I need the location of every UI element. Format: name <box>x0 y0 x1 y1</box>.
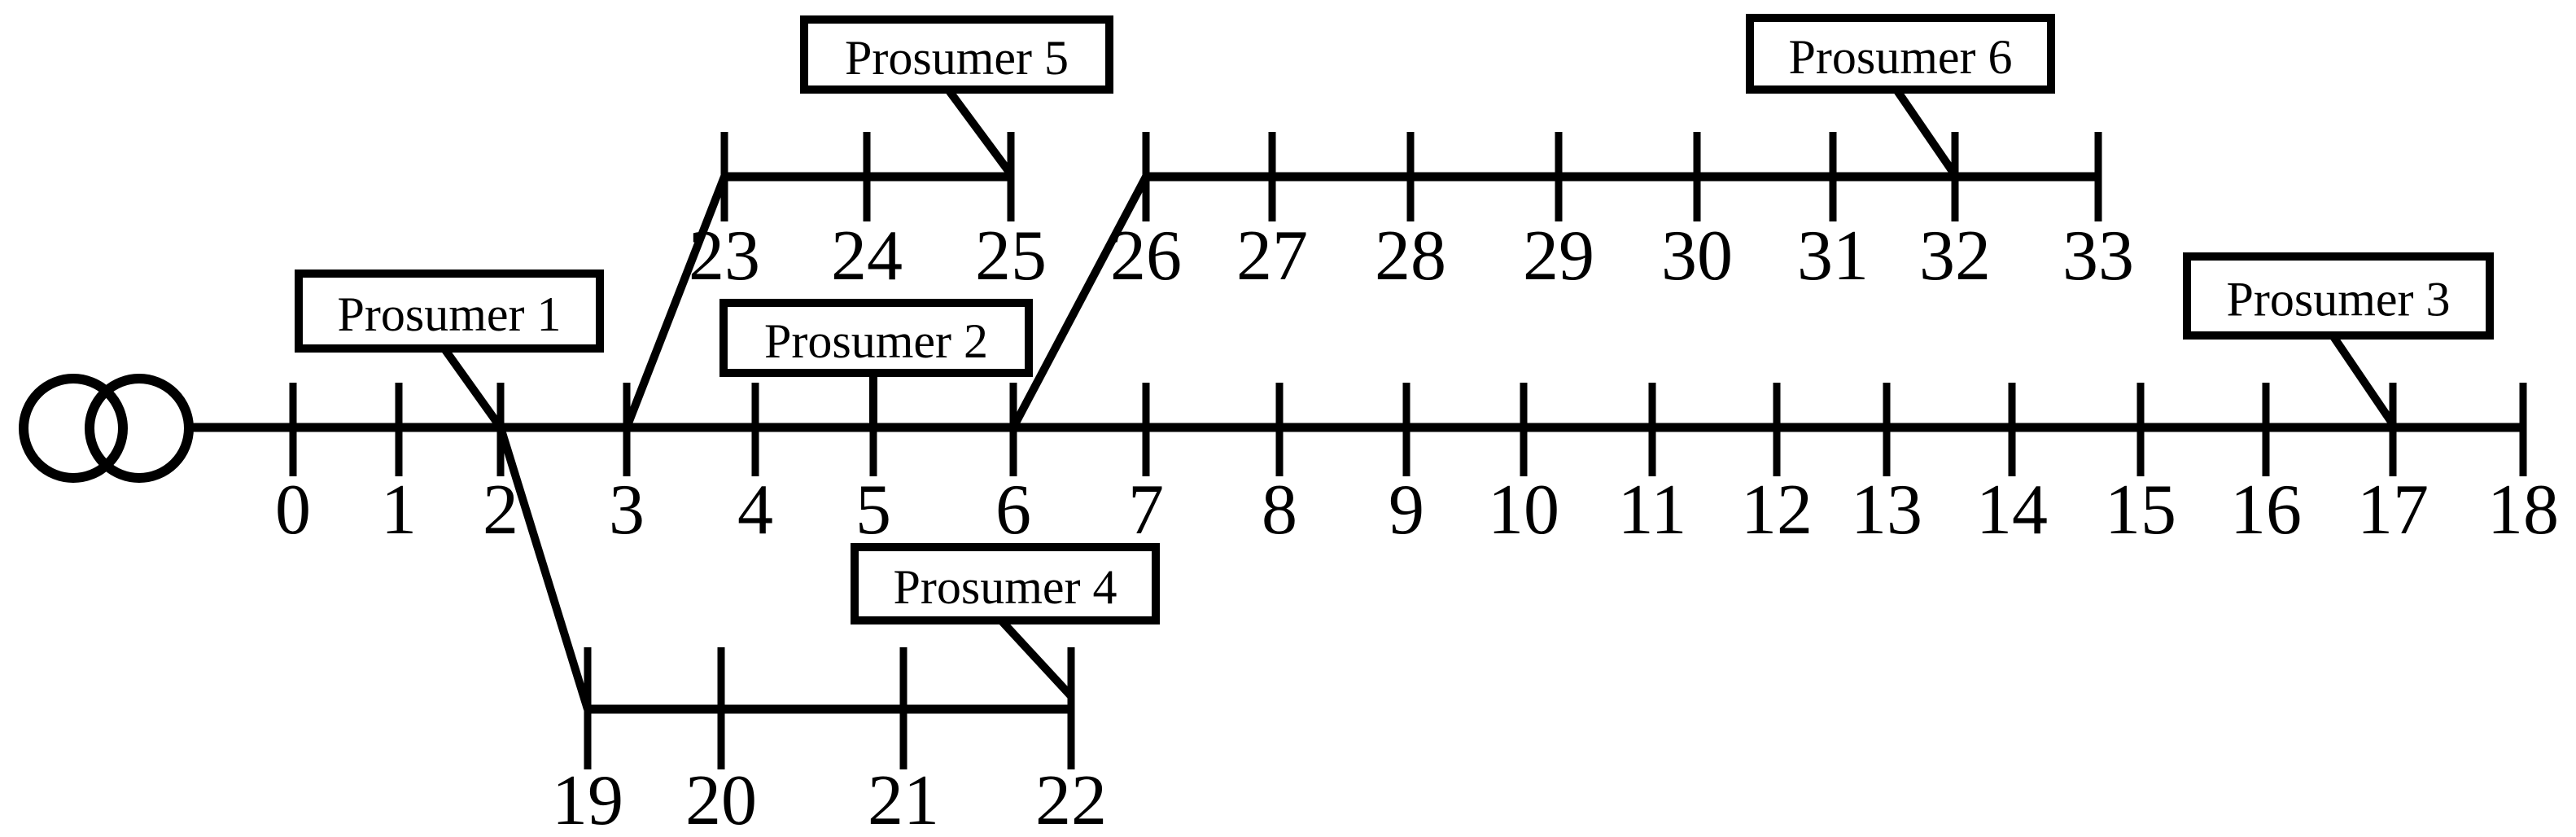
grid-transformer <box>19 374 194 483</box>
prosumer-5-label: Prosumer 5 <box>845 31 1069 85</box>
prosumer-5-box <box>800 15 1113 94</box>
bus-label-31: 31 <box>1797 217 1869 296</box>
prosumer-3-pointer-line <box>2329 333 2397 427</box>
prosumer-2-label: Prosumer 2 <box>764 314 988 368</box>
bus-label-23: 23 <box>689 217 760 296</box>
prosumer-2-box <box>719 299 1033 377</box>
bus-label-16: 16 <box>2230 471 2302 550</box>
bus-label-0: 0 <box>275 471 311 550</box>
bus-label-33: 33 <box>2062 217 2134 296</box>
bus-label-3: 3 <box>609 471 645 550</box>
prosumer-4-label: Prosumer 4 <box>894 560 1117 614</box>
connector-bus6-bus26 <box>1009 174 1150 430</box>
bus-label-26: 26 <box>1110 217 1182 296</box>
prosumer-3-label: Prosumer 3 <box>2227 273 2451 326</box>
connector-bus3-bus23 <box>623 175 728 429</box>
prosumer-6-box <box>1746 14 2055 94</box>
bus-label-10: 10 <box>1488 471 1559 550</box>
bus-label-30: 30 <box>1661 217 1733 296</box>
bus-label-12: 12 <box>1741 471 1813 550</box>
bus-label-4: 4 <box>737 471 773 550</box>
prosumer-5-callout: Prosumer 5 <box>800 15 1113 177</box>
bus-label-8: 8 <box>1262 471 1297 550</box>
bus-label-21: 21 <box>868 761 939 837</box>
bus-label-7: 7 <box>1128 471 1164 550</box>
bus-label-2: 2 <box>483 471 518 550</box>
bus-label-18: 18 <box>2487 471 2559 550</box>
prosumer-3-callout: Prosumer 3 <box>2183 252 2494 427</box>
prosumer-6-callout: Prosumer 6 <box>1746 14 2055 177</box>
bus-label-6: 6 <box>995 471 1031 550</box>
prosumer-4-box <box>851 543 1160 624</box>
prosumer-3-box <box>2183 252 2494 340</box>
lateral-23-25: 23 24 25 <box>689 132 1047 296</box>
prosumer-4-pointer-line <box>998 617 1074 699</box>
bus-label-28: 28 <box>1375 217 1446 296</box>
lateral-26-33: 26 27 28 29 30 31 32 33 <box>1110 132 2134 296</box>
bus-label-20: 20 <box>685 761 757 837</box>
bus-label-27: 27 <box>1236 217 1308 296</box>
bus-label-15: 15 <box>2105 471 2176 550</box>
prosumer-1-box <box>295 270 604 353</box>
transformer-winding-icon <box>85 374 194 483</box>
connector-bus2-bus19 <box>496 426 592 711</box>
prosumer-4-callout: Prosumer 4 <box>851 543 1160 699</box>
lateral-19-22: 19 20 21 22 <box>552 647 1107 837</box>
prosumer-1-callout: Prosumer 1 <box>295 270 604 430</box>
bus-label-1: 1 <box>381 471 417 550</box>
bus-label-22: 22 <box>1035 761 1107 837</box>
prosumer-2-callout: Prosumer 2 <box>719 299 1033 427</box>
bus-label-32: 32 <box>1919 217 1991 296</box>
bus-label-19: 19 <box>552 761 623 837</box>
bus-label-11: 11 <box>1618 471 1687 550</box>
bus-label-9: 9 <box>1389 471 1424 550</box>
bus-label-24: 24 <box>831 217 903 296</box>
transformer-winding-icon <box>19 374 128 483</box>
bus-label-17: 17 <box>2357 471 2429 550</box>
bus-label-14: 14 <box>1976 471 2048 550</box>
prosumer-5-pointer-line <box>944 87 1015 177</box>
bus-label-29: 29 <box>1523 217 1594 296</box>
prosumer-1-pointer-line <box>440 345 505 430</box>
bus-label-25: 25 <box>975 217 1047 296</box>
prosumer-6-pointer-line <box>1892 87 1959 177</box>
prosumer-1-label: Prosumer 1 <box>338 287 562 341</box>
bus-label-5: 5 <box>855 471 891 550</box>
bus-label-13: 13 <box>1851 471 1922 550</box>
prosumer-6-label: Prosumer 6 <box>1789 30 2013 84</box>
